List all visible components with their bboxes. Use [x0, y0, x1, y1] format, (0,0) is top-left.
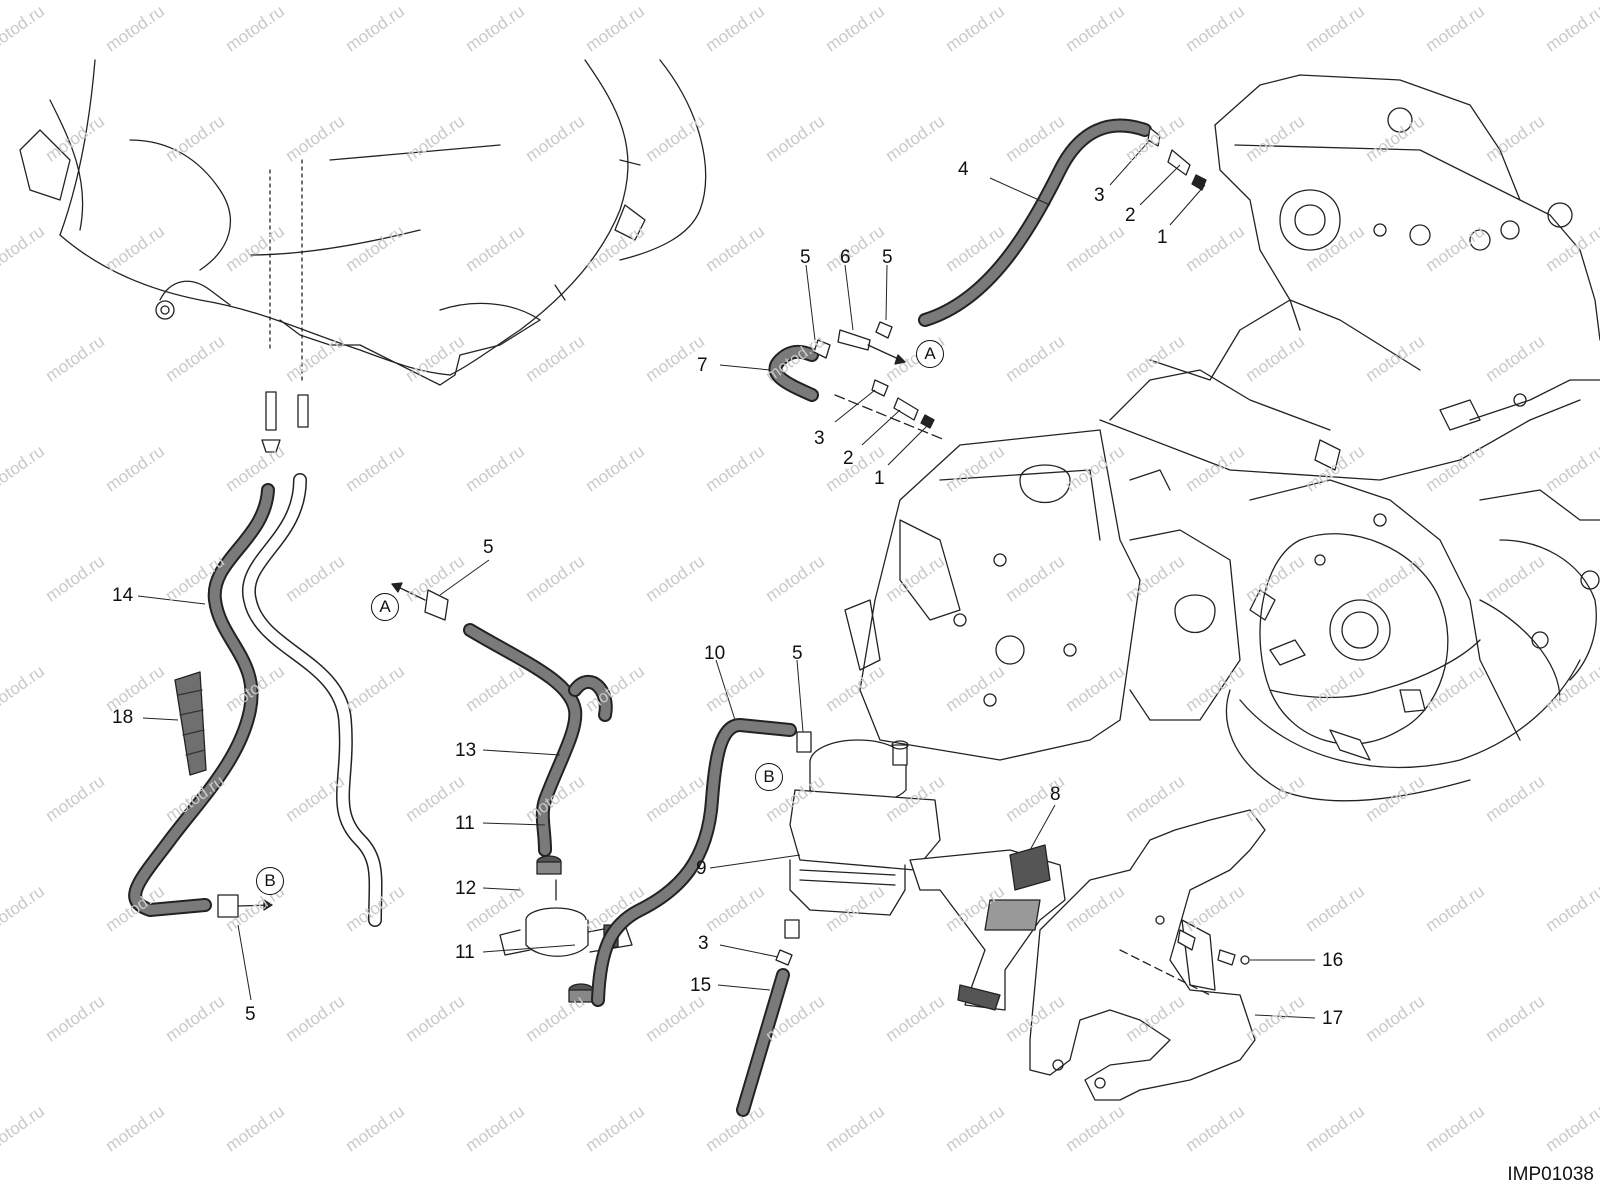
callout-6: 6	[840, 247, 851, 268]
callout-5-hose13: 5	[483, 537, 494, 558]
callout-5-upper-right: 5	[882, 247, 893, 268]
callout-8: 8	[1050, 784, 1061, 805]
callout-3-lower: 3	[698, 933, 709, 954]
callout-1-mid: 1	[874, 468, 885, 489]
callout-16: 16	[1322, 950, 1344, 971]
callout-12: 12	[455, 878, 477, 899]
fuel-tank-outline	[19, 59, 707, 386]
leader-lines	[137, 139, 1316, 1019]
callout-7: 7	[697, 355, 708, 376]
callout-3-mid: 3	[814, 428, 825, 449]
connector-a-lower: A	[371, 593, 399, 621]
callout-11-upper: 11	[455, 813, 475, 834]
clamp-5-lower-left	[217, 894, 273, 918]
sleeve-18	[174, 671, 207, 776]
callout-13: 13	[455, 740, 477, 761]
connector-b-canister: B	[755, 763, 783, 791]
callout-3-upper: 3	[1094, 185, 1105, 206]
callout-5-canister: 5	[792, 643, 803, 664]
callout-1-upper: 1	[1157, 227, 1168, 248]
callout-14: 14	[112, 585, 134, 606]
bracket-8	[909, 844, 1066, 1011]
callout-10: 10	[704, 643, 726, 664]
tank-fittings	[261, 391, 309, 453]
callout-11-lower: 11	[455, 942, 475, 963]
callout-18: 18	[112, 707, 134, 728]
callout-15: 15	[690, 975, 712, 996]
callout-9: 9	[696, 858, 707, 879]
engine-outline	[844, 74, 1600, 802]
callout-2-mid: 2	[843, 448, 854, 469]
callout-4: 4	[958, 159, 969, 180]
connector-b-left: B	[256, 867, 284, 895]
callout-5-lower-left: 5	[245, 1004, 256, 1025]
reference-code: IMP01038	[1507, 1164, 1594, 1185]
connector-a-upper: A	[916, 340, 944, 368]
callout-2-upper: 2	[1125, 205, 1136, 226]
canister-9	[784, 739, 941, 939]
bracket-17	[1029, 809, 1266, 1101]
callout-17: 17	[1322, 1008, 1344, 1029]
callout-5-upper-left: 5	[800, 247, 811, 268]
